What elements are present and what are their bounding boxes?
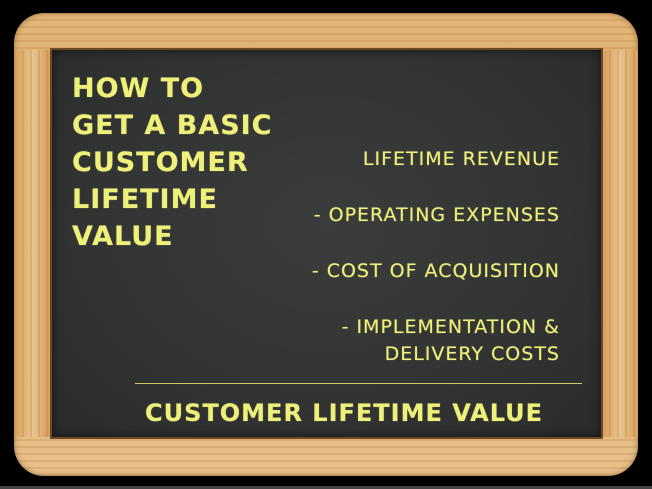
title-line-2: GET A BASIC [72, 110, 273, 141]
formula-cost-of-acquisition: - COST OF ACQUISITION [311, 260, 560, 282]
bottom-edge [0, 486, 652, 489]
chalkboard-surface [52, 50, 601, 437]
title-line-3: CUSTOMER [72, 147, 249, 178]
formula-implementation: - IMPLEMENTATION & [341, 316, 560, 338]
frame-right-side [601, 50, 638, 437]
formula-operating-expenses: - OPERATING EXPENSES [313, 204, 560, 226]
title-line-5: VALUE [72, 221, 174, 252]
title-line-4: LIFETIME [72, 184, 218, 215]
frame-left-side [14, 50, 52, 437]
formula-delivery-costs: DELIVERY COSTS [384, 343, 560, 365]
title-line-1: HOW TO [72, 73, 205, 104]
formula-lifetime-revenue: LIFETIME REVENUE [362, 148, 560, 170]
formula-result: CUSTOMER LIFETIME VALUE [145, 399, 544, 427]
sum-divider-line [135, 383, 582, 384]
